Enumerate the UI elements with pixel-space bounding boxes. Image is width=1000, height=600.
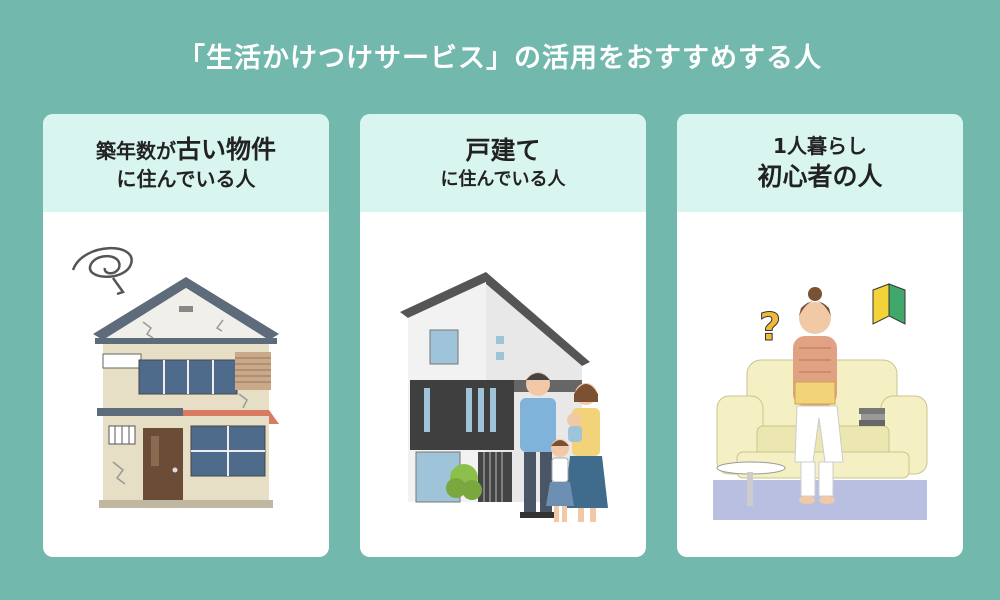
card-title: 戸建て: [465, 135, 541, 165]
mother-figure: [564, 383, 608, 522]
scribble-icon: [71, 246, 133, 296]
card-subtitle: に住んでいる人: [116, 167, 256, 192]
card-detached-house: 戸建て に住んでいる人: [360, 114, 646, 557]
card-title-large: 古い物件: [175, 134, 276, 164]
card-title-large: 初心者の人: [757, 161, 883, 191]
father-figure: [520, 372, 556, 518]
beginner-living-alone-illustration: ?: [677, 212, 963, 557]
card-old-property: 築年数が古い物件 に住んでいる人: [43, 114, 329, 557]
woman-figure: [793, 287, 844, 504]
card-title-small: 築年数が: [95, 138, 176, 163]
child-figure: [546, 439, 574, 522]
question-mark-icon: ?: [759, 305, 781, 349]
beginner-mark-icon: [872, 283, 906, 325]
card-living-alone: 1人暮らし 初心者の人 ?: [677, 114, 963, 557]
card-header: 1人暮らし 初心者の人: [677, 114, 963, 212]
page-title: 「生活かけつけサービス」の活用をおすすめする人: [178, 43, 822, 74]
card-header: 戸建て に住んでいる人: [360, 114, 646, 212]
card-subtitle: に住んでいる人: [440, 168, 566, 190]
card-header: 築年数が古い物件 に住んでいる人: [43, 114, 329, 212]
detached-house-family-illustration: [360, 212, 646, 557]
card-title-small: 1人暮らし: [773, 133, 867, 158]
old-house-illustration: [43, 212, 329, 557]
